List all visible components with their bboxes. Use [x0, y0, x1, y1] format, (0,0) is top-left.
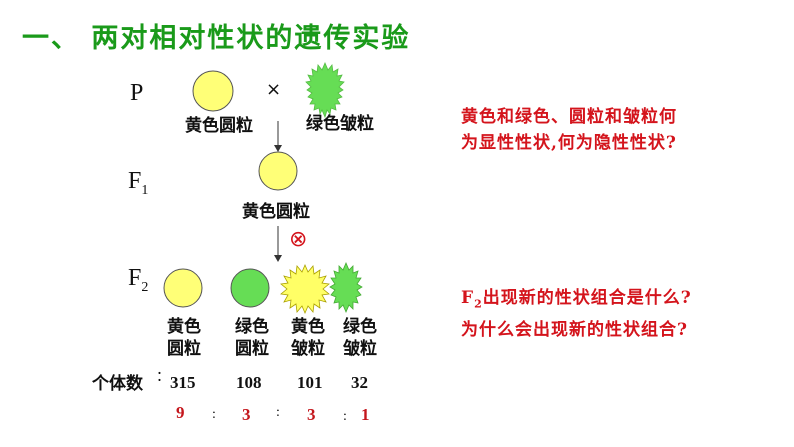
f2-green-wrinkled-seed [329, 261, 363, 314]
generation-f2-base: F [128, 265, 142, 291]
question-dominance: 黄色和绿色、圆粒和皱粒何 为显性性状,何为隐性性状? [461, 104, 677, 156]
f2-phenotype-label: 绿色 圆粒 [228, 316, 276, 360]
page-title: 一、 两对相对性状的遗传实验 [22, 23, 411, 54]
generation-f1-base: F [128, 168, 142, 194]
ratio-colon: : [276, 405, 280, 420]
f2-yellow-round-seed [163, 268, 203, 308]
question-f2-base: F [461, 288, 475, 308]
question-dominance-line2: 为显性性状,何为隐性性状? [461, 133, 677, 153]
f2-ratio: 3 [242, 405, 251, 424]
question-dominance-line1: 黄色和绿色、圆粒和皱粒何 [461, 107, 677, 127]
generation-f1-label: F1 [128, 168, 148, 199]
question-new-combination-line1: F2出现新的性状组合是什么? [461, 285, 692, 317]
self-cross-symbol: ⊗ [289, 227, 308, 252]
f2-count: 108 [236, 373, 262, 392]
p-green-wrinkled-seed [305, 61, 345, 119]
f2-phenotype-line2: 圆粒 [235, 339, 269, 359]
p-yellow-round-seed [192, 70, 234, 112]
question-new-combination-rest: 出现新的性状组合是什么? [482, 288, 692, 308]
f1-yellow-round-seed [258, 151, 298, 191]
p-green-wrinkled-label: 绿色皱粒 [306, 114, 374, 134]
generation-f1-sub: 1 [141, 182, 149, 198]
f2-phenotype-label: 绿色 皱粒 [336, 316, 384, 360]
f2-phenotype-line1: 黄色 [167, 317, 201, 337]
question-new-combination-line2: 为什么会出现新的性状组合? [461, 320, 688, 341]
f2-phenotype-line2: 圆粒 [167, 339, 201, 359]
f2-ratio: 1 [361, 405, 370, 424]
count-colon: ： [156, 370, 170, 385]
f2-green-round-seed [230, 268, 270, 308]
question-f2-sub: 2 [474, 297, 483, 311]
f2-phenotype-line1: 绿色 [235, 317, 269, 337]
ratio-colon: : [343, 409, 347, 424]
f2-phenotype-line2: 皱粒 [291, 339, 325, 359]
f1-label: 黄色圆粒 [242, 202, 310, 222]
f2-count: 315 [170, 373, 196, 392]
f2-phenotype-line1: 绿色 [343, 317, 377, 337]
f2-count: 101 [297, 373, 323, 392]
p-yellow-round-label: 黄色圆粒 [185, 116, 253, 136]
ratio-colon: : [212, 407, 216, 422]
f2-count: 32 [351, 373, 368, 392]
cross-symbol: × [266, 79, 282, 100]
generation-f2-label: F2 [128, 265, 148, 296]
question-new-combination: F2出现新的性状组合是什么? 为什么会出现新的性状组合? [461, 285, 692, 343]
f2-phenotype-line2: 皱粒 [343, 339, 377, 359]
f2-phenotype-line1: 黄色 [291, 317, 325, 337]
f2-phenotype-label: 黄色 皱粒 [284, 316, 332, 360]
f2-ratio: 3 [307, 405, 316, 424]
generation-f2-sub: 2 [141, 279, 149, 295]
f2-yellow-wrinkled-seed [280, 263, 330, 315]
generation-p-label: P [130, 80, 144, 106]
f2-ratio: 9 [176, 403, 185, 422]
count-label: 个体数 [92, 374, 143, 394]
f2-phenotype-label: 黄色 圆粒 [160, 316, 208, 360]
